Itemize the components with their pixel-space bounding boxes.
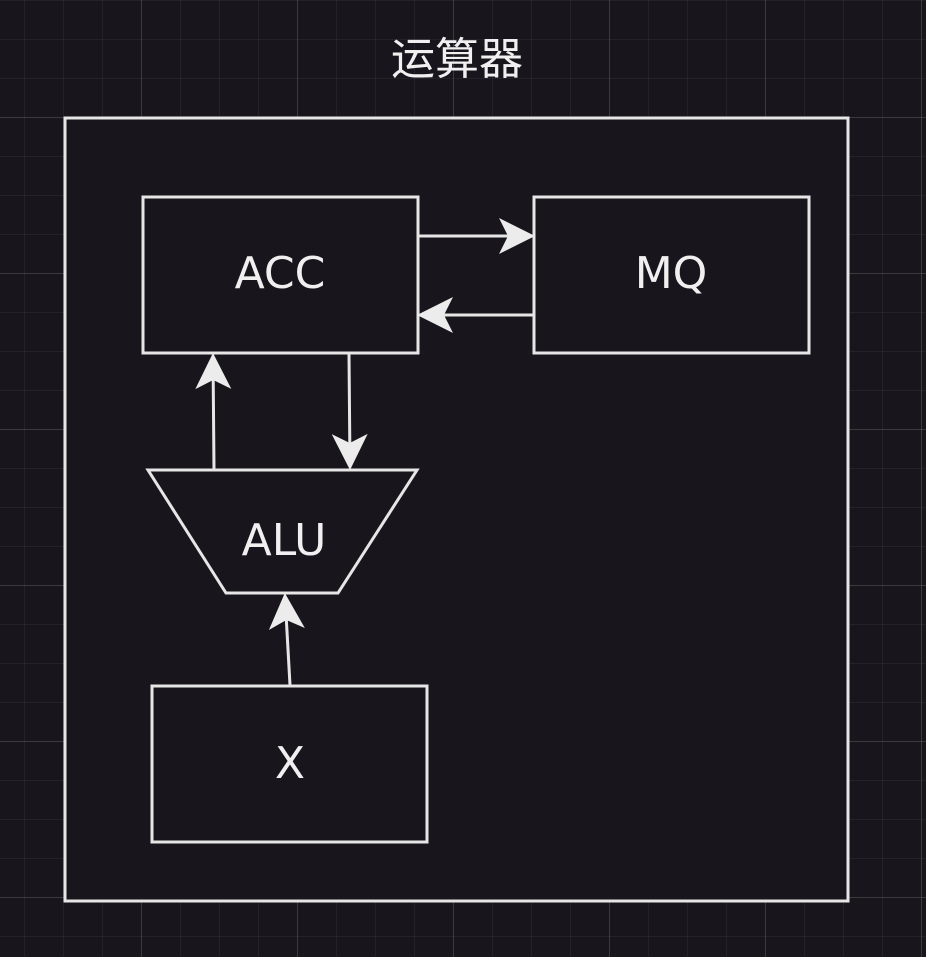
- acc-label: ACC: [235, 248, 326, 299]
- alu-label: ALU: [242, 515, 327, 566]
- mq-node[interactable]: MQ: [532, 195, 811, 355]
- acc-node[interactable]: ACC: [141, 195, 420, 355]
- acc-box[interactable]: [141, 195, 420, 355]
- mq-box[interactable]: [532, 195, 811, 355]
- diagram-title: 运算器: [391, 34, 523, 85]
- x-box[interactable]: [150, 684, 429, 844]
- alu-node[interactable]: ALU: [145, 468, 420, 595]
- x-node[interactable]: X: [150, 684, 429, 844]
- arrow-alu-to-acc[interactable]: [195, 353, 232, 470]
- mq-label: MQ: [635, 248, 708, 299]
- x-label: X: [275, 738, 305, 789]
- arrow-x-to-alu[interactable]: [268, 593, 305, 686]
- arrow-acc-to-alu[interactable]: [331, 353, 368, 470]
- alu-trapezoid[interactable]: [145, 468, 420, 595]
